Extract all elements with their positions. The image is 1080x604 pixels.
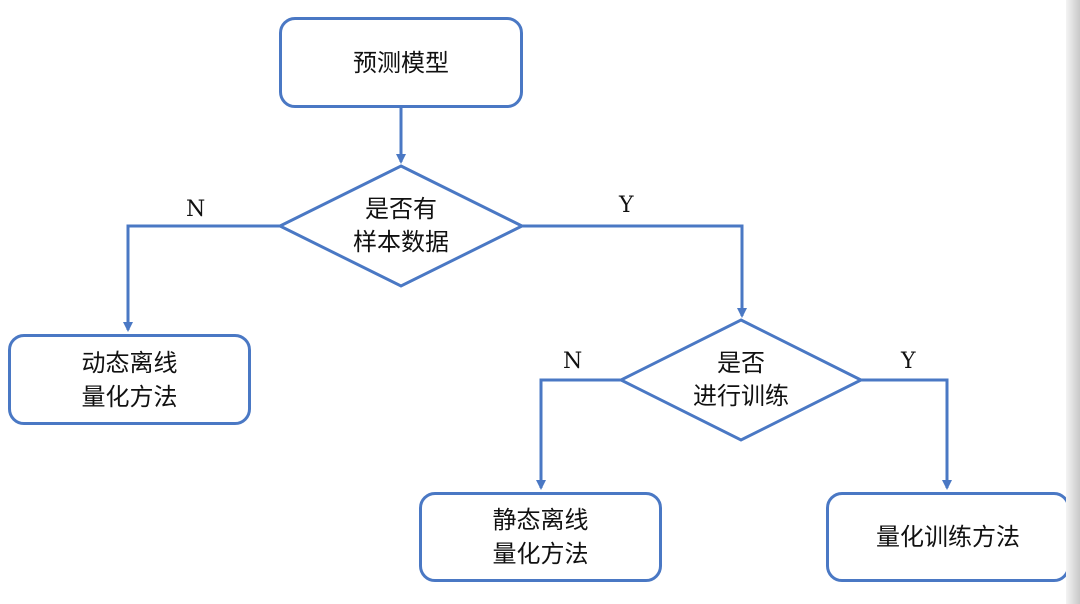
node-static-offline-line2: 量化方法 — [492, 540, 589, 568]
decision-has-sample-data-line1: 是否有 — [365, 195, 437, 223]
decision-do-training — [617, 318, 865, 442]
edge-label-d1-no: N — [186, 197, 206, 222]
decision-has-sample-data-line2: 样本数据 — [353, 228, 449, 256]
edge-label-d2-yes: Y — [901, 349, 916, 374]
window-edge-shadow — [1066, 0, 1080, 604]
node-predict-model: 预测模型 — [279, 17, 523, 108]
node-predict-model-label: 预测模型 — [353, 48, 449, 77]
edge-label-d2-no: N — [563, 349, 583, 374]
decision-do-training-line2: 进行训练 — [693, 382, 789, 410]
decision-do-training-line1: 是否 — [717, 349, 765, 377]
edge-decision2-no — [536, 378, 621, 490]
decision-has-sample-data-text: 是否有 样本数据 — [300, 192, 502, 260]
node-dynamic-offline-line1: 动态离线 — [81, 348, 178, 377]
edge-decision1-yes — [522, 224, 747, 318]
node-static-offline-line1: 静态离线 — [492, 506, 589, 534]
edge-decision1-no — [123, 224, 280, 332]
node-quant-training: 量化训练方法 — [826, 492, 1070, 582]
node-quant-training-label: 量化训练方法 — [876, 523, 1020, 551]
decision-has-sample-data — [276, 164, 526, 288]
node-dynamic-offline-quant: 动态离线 量化方法 — [8, 334, 251, 425]
decision-do-training-text: 是否 进行训练 — [641, 346, 841, 414]
edge-decision2-yes — [861, 378, 952, 490]
node-dynamic-offline-line2: 量化方法 — [81, 382, 178, 411]
node-static-offline-quant: 静态离线 量化方法 — [419, 492, 662, 582]
edge-label-d1-yes: Y — [619, 193, 634, 218]
